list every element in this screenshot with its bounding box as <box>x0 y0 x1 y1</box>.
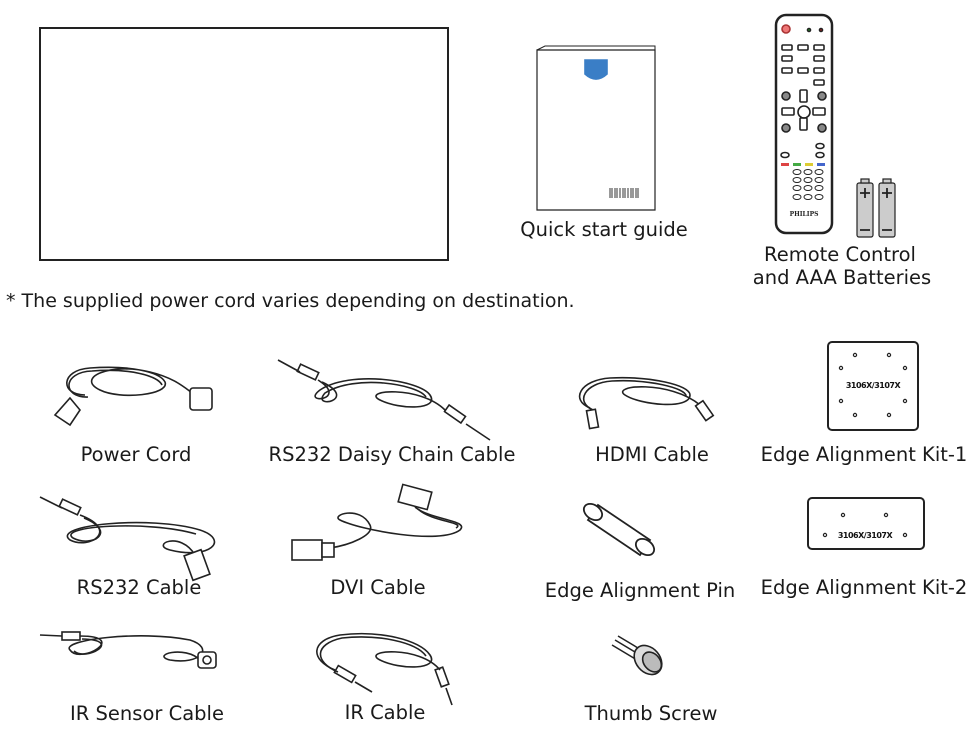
label-rs232-daisy-chain-cable: RS232 Daisy Chain Cable <box>268 443 516 466</box>
rs232-daisy-chain-cable-icon <box>277 359 491 441</box>
thumb-screw-icon <box>611 635 663 676</box>
label-edge-alignment-kit-2: Edge Alignment Kit-2 <box>760 576 968 599</box>
label-quick-start-guide: Quick start guide <box>520 218 688 241</box>
rs232-cable-icon <box>39 496 216 582</box>
edge-alignment-kit-2-icon: 3106X/3107X <box>807 497 925 550</box>
label-rs232-cable: RS232 Cable <box>76 576 202 599</box>
label-ir-cable: IR Cable <box>344 701 426 724</box>
remote-brand: PHILIPS <box>790 211 819 218</box>
edge-alignment-pin-icon <box>582 502 656 557</box>
power-cord-note: * The supplied power cord varies dependi… <box>6 290 575 312</box>
label-aaa-batteries: and AAA Batteries <box>752 266 932 289</box>
quick-start-guide-booklet <box>536 45 656 211</box>
label-ir-sensor-cable: IR Sensor Cable <box>70 702 224 725</box>
label-edge-alignment-pin: Edge Alignment Pin <box>544 579 736 602</box>
kit2-model-text: 3106X/3107X <box>838 531 894 540</box>
display-outline <box>39 27 449 261</box>
aaa-battery-icon <box>856 178 896 238</box>
label-thumb-screw: Thumb Screw <box>584 702 718 725</box>
label-hdmi-cable: HDMI Cable <box>595 443 709 466</box>
hdmi-cable-icon <box>578 376 715 430</box>
edge-alignment-kit-1-icon: 3106X/3107X <box>827 341 919 431</box>
dvi-cable-icon <box>291 483 463 561</box>
power-cord-icon <box>53 366 213 427</box>
label-power-cord: Power Cord <box>80 443 192 466</box>
ir-cable-icon <box>316 632 453 706</box>
label-remote-control: Remote Control <box>764 243 916 266</box>
kit1-model-text: 3106X/3107X <box>846 381 902 390</box>
ir-sensor-cable-icon <box>39 631 217 669</box>
label-edge-alignment-kit-1: Edge Alignment Kit-1 <box>760 443 968 466</box>
label-dvi-cable: DVI Cable <box>330 576 426 599</box>
remote-control: PHILIPS <box>774 13 834 235</box>
